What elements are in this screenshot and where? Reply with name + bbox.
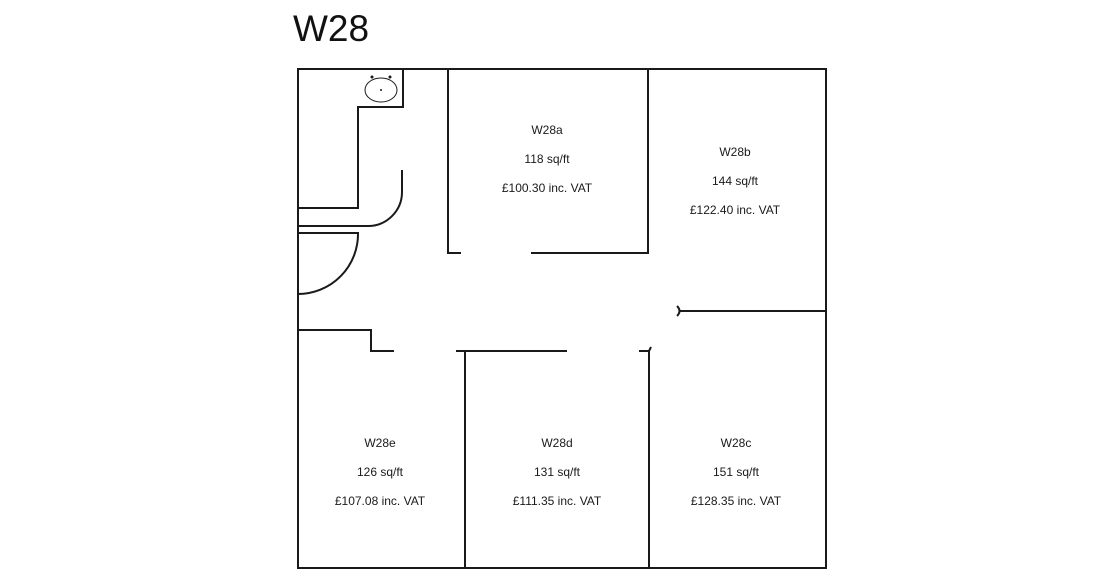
toilet-hinge: [388, 75, 392, 79]
room-price: £111.35 inc. VAT: [513, 494, 602, 508]
room-w28a: W28a 118 sq/ft £100.30 inc. VAT: [502, 123, 593, 195]
room-area: 144 sq/ft: [712, 174, 759, 188]
entrance-door: [297, 232, 360, 295]
room-price: £107.08 inc. VAT: [335, 494, 426, 508]
toilet-drain: [380, 89, 382, 91]
room-area: 151 sq/ft: [713, 465, 760, 479]
toilet-icon: [364, 77, 398, 103]
room-name: W28b: [719, 145, 751, 159]
room-name: W28d: [541, 436, 572, 450]
w28a-wall: [447, 69, 461, 254]
room-w28e: W28e 126 sq/ft £107.08 inc. VAT: [335, 436, 426, 508]
toilet-wall: [298, 69, 404, 209]
toilet-door: [298, 170, 403, 227]
toilet-hinge: [370, 75, 374, 79]
room-price: £100.30 inc. VAT: [502, 181, 593, 195]
room-w28d: W28d 131 sq/ft £111.35 inc. VAT: [513, 436, 602, 508]
room-price: £128.35 inc. VAT: [691, 494, 782, 508]
room-w28c: W28c 151 sq/ft £128.35 inc. VAT: [691, 436, 782, 508]
w28e-wall: [298, 329, 394, 352]
room-area: 131 sq/ft: [534, 465, 581, 479]
room-area: 126 sq/ft: [357, 465, 404, 479]
room-price: £122.40 inc. VAT: [690, 203, 781, 217]
w28a-wall: [531, 69, 649, 254]
w28c-wall: [639, 346, 652, 568]
floor-plan-title: W28: [293, 8, 370, 49]
room-w28b: W28b 144 sq/ft £122.40 inc. VAT: [690, 145, 781, 217]
room-area: 118 sq/ft: [524, 152, 570, 166]
outer-wall: [297, 68, 827, 569]
w28b-door-stop: [676, 305, 681, 317]
room-name: W28a: [531, 123, 563, 137]
room-name: W28c: [721, 436, 752, 450]
room-name: W28e: [364, 436, 396, 450]
